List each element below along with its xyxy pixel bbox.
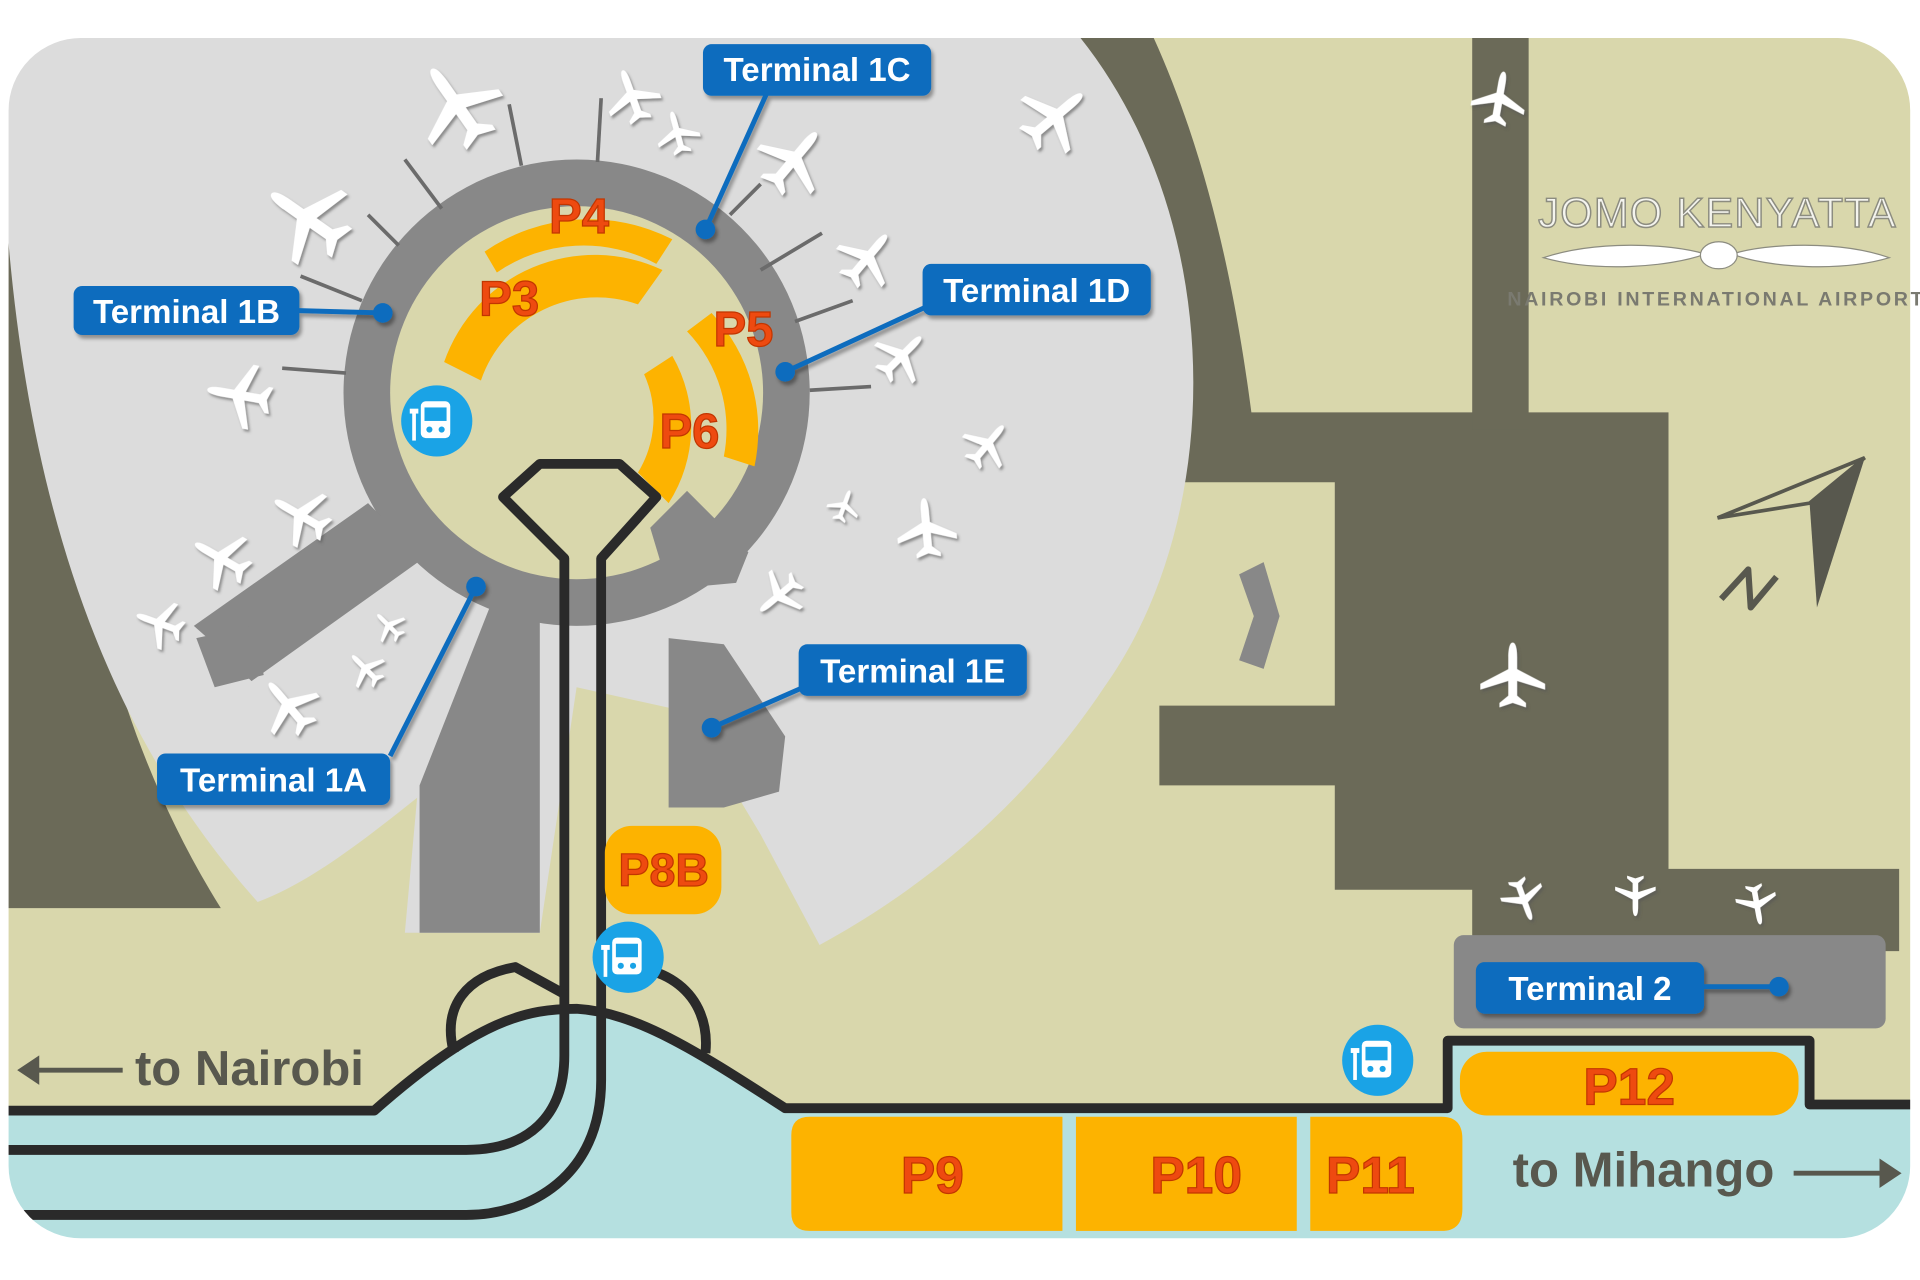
terminal-1b-marker[interactable]: Terminal 1B [73,285,393,336]
parking-p12[interactable]: P12 [1583,1057,1676,1116]
logo-subtitle: NAIROBI INTERNATIONAL AIRPORT [1507,289,1920,311]
logo-title: JOMO KENYATTA [1538,189,1897,236]
parking-p11-label: P11 [1326,1146,1415,1204]
terminal-2-label: Terminal 2 [1508,971,1671,1008]
parking-p3-label: P3 [479,272,539,326]
parking-p12-label: P12 [1583,1057,1675,1115]
parking-p3[interactable]: P3 [479,272,540,327]
bus-stop-icon[interactable] [401,385,473,457]
north-letter [1718,566,1779,611]
direction-west: to Nairobi [17,1042,364,1096]
bus-stop-icon[interactable] [1342,1024,1414,1096]
logo-wing-right [1730,244,1892,268]
parking-labels: P4 P3 P5 P6 P8B P9 P10 P11 P12 [479,190,1676,1205]
parking-p5[interactable]: P5 [713,302,774,357]
terminal-2-marker[interactable]: Terminal 2 [1475,962,1789,1014]
gate-piers [282,98,872,393]
parking-p11[interactable]: P11 [1325,1145,1415,1204]
parking-p4[interactable]: P4 [548,190,610,245]
terminal-1c-label: Terminal 1C [724,52,911,89]
terminal-labels: Terminal 1B Terminal 1C Terminal 1D Term… [73,44,1789,1014]
direction-east: to Mihango [1513,1144,1902,1198]
terminal-1d-marker[interactable]: Terminal 1D [775,263,1151,382]
north-arrow-icon [1716,456,1866,611]
parking-p9[interactable]: P9 [900,1145,964,1204]
to-mihango-label: to Mihango [1513,1144,1775,1198]
taxiway-arc [1079,36,1900,952]
terminal-1c-marker[interactable]: Terminal 1C [695,44,932,240]
road-lines [7,458,1912,1220]
terminal-1d-label: Terminal 1D [943,273,1130,310]
terminal-1a-marker[interactable]: Terminal 1A [157,576,486,806]
parking-p6-label: P6 [659,405,719,459]
parking-p5-label: P5 [713,303,773,357]
logo-center [1699,241,1738,270]
parking-p8b[interactable]: P8B [618,843,710,896]
parking-p8b-label: P8B [618,844,709,896]
parking-p10[interactable]: P10 [1150,1145,1243,1204]
terminal-1b-label: Terminal 1B [93,294,280,331]
arrowhead-left-icon [17,1055,40,1085]
ring-parking-areas [444,219,759,504]
bus-stop-icon[interactable] [592,921,664,993]
airport-logo: JOMO KENYATTA NAIROBI INTERNATIONAL AIRP… [1507,188,1920,311]
terminal-1e-label: Terminal 1E [820,653,1005,690]
arrowhead-right-icon [1879,1158,1902,1188]
lot-parking-areas [604,825,1799,1231]
parking-p6[interactable]: P6 [659,404,720,459]
parking-p10-label: P10 [1150,1146,1242,1204]
to-nairobi-label: to Nairobi [135,1042,364,1096]
parking-p4-label: P4 [549,190,610,244]
terminal-1e-marker[interactable]: Terminal 1E [701,644,1027,738]
terminal-1a-label: Terminal 1A [180,763,367,800]
parking-p9-label: P9 [901,1146,964,1204]
